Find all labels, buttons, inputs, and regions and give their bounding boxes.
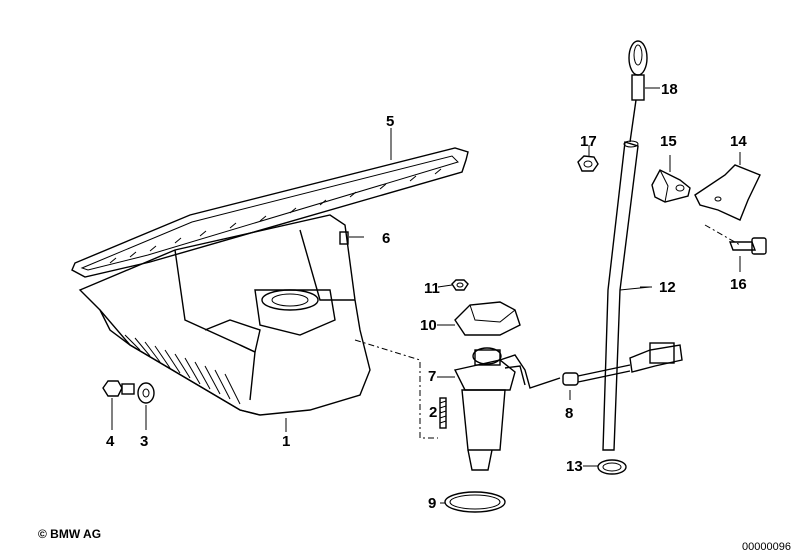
clamp-15 (651, 155, 691, 203)
callout-6: 6 (382, 230, 390, 247)
oil-pan (78, 214, 371, 432)
drain-plug (102, 380, 135, 430)
callout-12: 12 (659, 279, 676, 296)
callout-9: 9 (428, 495, 436, 512)
copyright-notice: © BMW AG (38, 527, 102, 541)
sealing-washer (137, 382, 155, 430)
o-ring-9 (444, 491, 506, 513)
callout-14: 14 (730, 133, 747, 150)
bracket-14 (694, 152, 761, 221)
bolt-16 (728, 237, 767, 272)
callout-15: 15 (660, 133, 677, 150)
callout-2: 2 (429, 404, 437, 421)
connector-cable (562, 342, 683, 400)
guide-tube (602, 140, 651, 451)
callout-18: 18 (661, 81, 678, 98)
callout-17: 17 (580, 133, 597, 150)
callout-5: 5 (386, 113, 394, 130)
stud-2 (439, 397, 447, 429)
callout-4: 4 (106, 433, 115, 450)
callout-10: 10 (420, 317, 437, 334)
oil-pan-gasket (71, 147, 469, 278)
sensor-cover (454, 301, 521, 336)
screw-6 (339, 231, 364, 245)
o-ring-13 (597, 459, 627, 475)
callout-1: 1 (282, 433, 290, 450)
dipstick (628, 40, 660, 143)
oil-level-sensor (453, 347, 561, 471)
callout-8: 8 (565, 405, 573, 422)
callout-13: 13 (566, 458, 583, 475)
callout-11: 11 (424, 280, 440, 297)
hex-nut-11 (451, 279, 469, 291)
assembly-line-sensor (354, 339, 438, 439)
leader-lines (390, 128, 652, 504)
callout-3: 3 (140, 433, 148, 450)
callout-16: 16 (730, 276, 747, 293)
figure-number: 00000096 (742, 541, 791, 553)
nut-17 (577, 145, 599, 172)
callout-7: 7 (428, 368, 436, 385)
callout-labels: 1 2 3 4 5 6 7 8 9 10 11 12 13 14 15 16 1… (106, 81, 747, 512)
